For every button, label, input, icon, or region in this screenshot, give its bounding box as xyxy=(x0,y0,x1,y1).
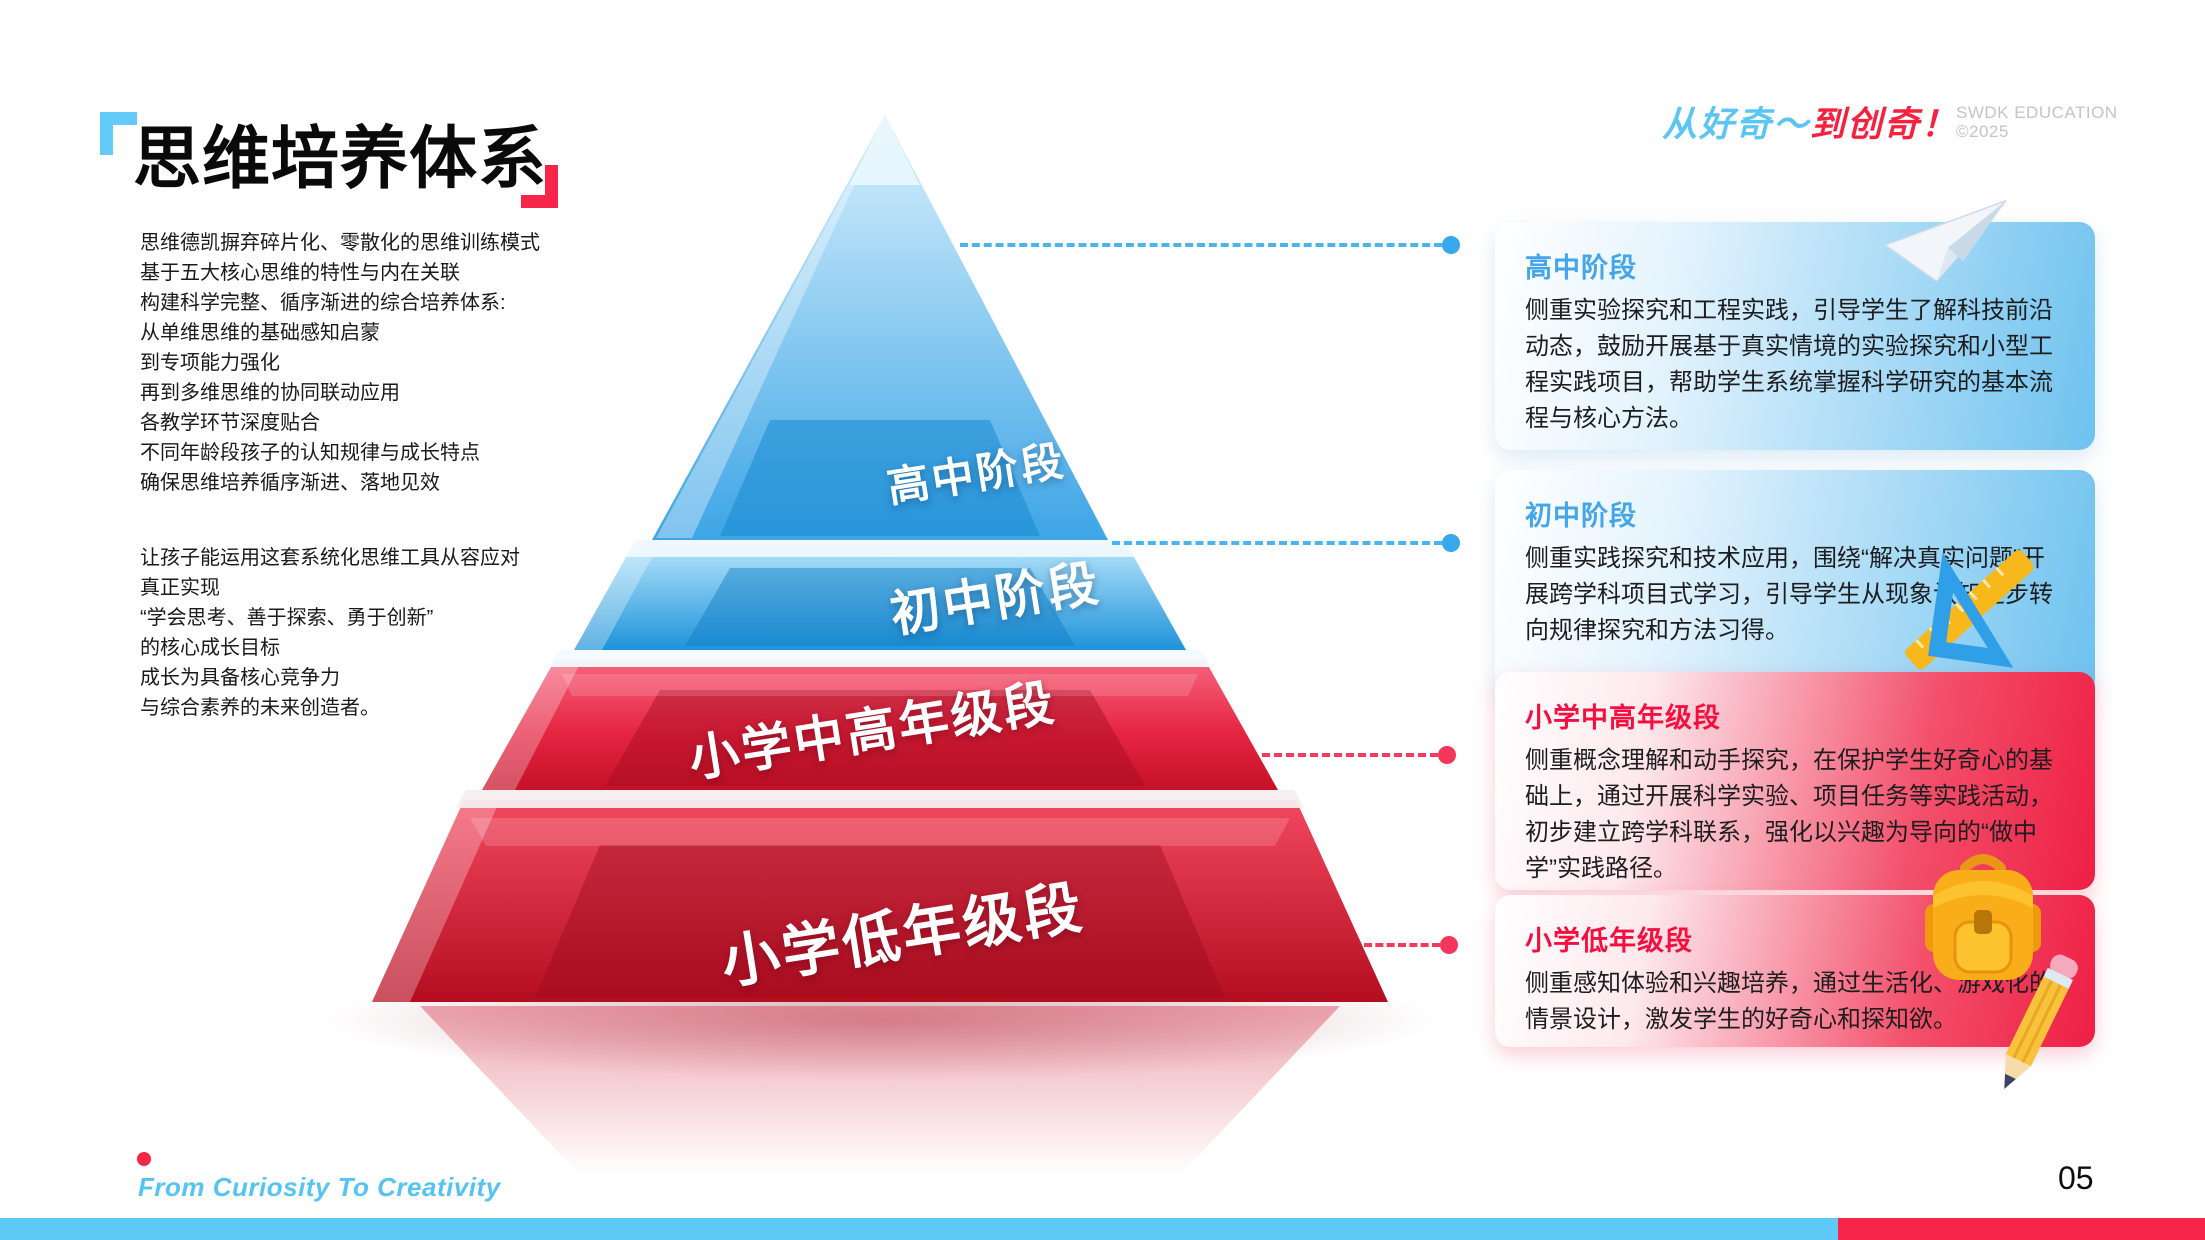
intro-line: 让孩子能运用这套系统化思维工具从容应对 xyxy=(140,547,520,569)
intro-line: 各教学环节深度贴合 xyxy=(140,412,320,434)
brand-year: ©2025 xyxy=(1956,122,2009,141)
intro-line: 再到多维思维的协同联动应用 xyxy=(140,382,400,404)
intro-line: “学会思考、善于探索、勇于创新” xyxy=(140,607,434,629)
connector-line-high-school xyxy=(960,236,1460,254)
intro-line: 不同年龄段孩子的认知规律与成长特点 xyxy=(140,442,480,464)
paper-plane-icon xyxy=(1883,199,2007,283)
stage-card-title: 小学中高年级段 xyxy=(1525,703,1721,733)
intro-line: 的核心成长目标 xyxy=(140,637,280,659)
slogan-blue: 从好奇～ xyxy=(1662,105,1811,144)
footer-accent-dot xyxy=(137,1152,151,1166)
intro-line: 到专项能力强化 xyxy=(140,352,280,374)
intro-line: 成长为具备核心竞争力 xyxy=(140,667,340,689)
stage-card-title: 初中阶段 xyxy=(1525,501,1637,531)
page-title: 思维培养体系 xyxy=(133,121,548,197)
title-corner-bracket-left xyxy=(100,112,137,155)
connector-dot xyxy=(1438,746,1456,764)
set-square-icon xyxy=(1905,549,2033,670)
stage-card-title: 高中阶段 xyxy=(1525,253,1637,283)
intro-line: 真正实现 xyxy=(140,577,220,599)
pencil-icon xyxy=(2004,954,2078,1089)
title-corner-bracket-right xyxy=(521,165,558,208)
connector-dot xyxy=(1440,936,1458,954)
slogan-red: 到创奇！ xyxy=(1810,105,1959,144)
intro-line: 基于五大核心思维的特性与内在关联 xyxy=(140,262,460,284)
pyramid-diagram xyxy=(320,115,1440,1175)
backpack-icon xyxy=(1925,854,2041,980)
intro-line: 从单维思维的基础感知启蒙 xyxy=(140,322,380,344)
intro-line: 确保思维培养循序渐进、落地见效 xyxy=(140,472,440,494)
brand-name: SWDK EDUCATION xyxy=(1956,103,2118,122)
footer-bar-red xyxy=(1838,1218,2205,1240)
connector-dot xyxy=(1442,534,1460,552)
intro-paragraph-1: 思维德凯摒弃碎片化、零散化的思维训练模式 基于五大核心思维的特性与内在关联 构建… xyxy=(140,228,540,498)
connector-line-middle-school xyxy=(1112,534,1460,552)
stage-card-title: 小学低年级段 xyxy=(1525,926,1693,956)
footer-tagline: From Curiosity To Creativity xyxy=(138,1172,501,1202)
intro-line: 与综合素养的未来创造者。 xyxy=(140,697,380,719)
stage-card-upper-elementary: 小学中高年级段 侧重概念理解和动手探究，在保护学生好奇心的基础上，通过开展科学实… xyxy=(1495,672,2095,890)
stage-card-body: 侧重实验探究和工程实践，引导学生了解科技前沿动态，鼓励开展基于真实情境的实验探究… xyxy=(1525,297,2053,432)
stage-card-high-school: 高中阶段 侧重实验探究和工程实践，引导学生了解科技前沿动态，鼓励开展基于真实情境… xyxy=(1495,222,2095,450)
stage-card-body: 侧重概念理解和动手探究，在保护学生好奇心的基础上，通过开展科学实验、项目任务等实… xyxy=(1525,747,2053,882)
connector-line-lower-elementary xyxy=(1364,936,1458,954)
slogan: 从好奇～到创奇！ xyxy=(1662,96,1958,147)
page-number: 05 xyxy=(2058,1160,2094,1196)
connector-line-upper-elementary xyxy=(1262,746,1456,764)
intro-line: 构建科学完整、循序渐进的综合培养体系: xyxy=(140,292,506,314)
intro-paragraph-2: 让孩子能运用这套系统化思维工具从容应对 真正实现 “学会思考、善于探索、勇于创新… xyxy=(140,543,520,723)
footer-bar-blue xyxy=(0,1218,1838,1240)
brand-mark: SWDK EDUCATION ©2025 xyxy=(1956,103,2118,141)
connector-dot xyxy=(1442,236,1460,254)
intro-line: 思维德凯摒弃碎片化、零散化的思维训练模式 xyxy=(140,232,540,254)
